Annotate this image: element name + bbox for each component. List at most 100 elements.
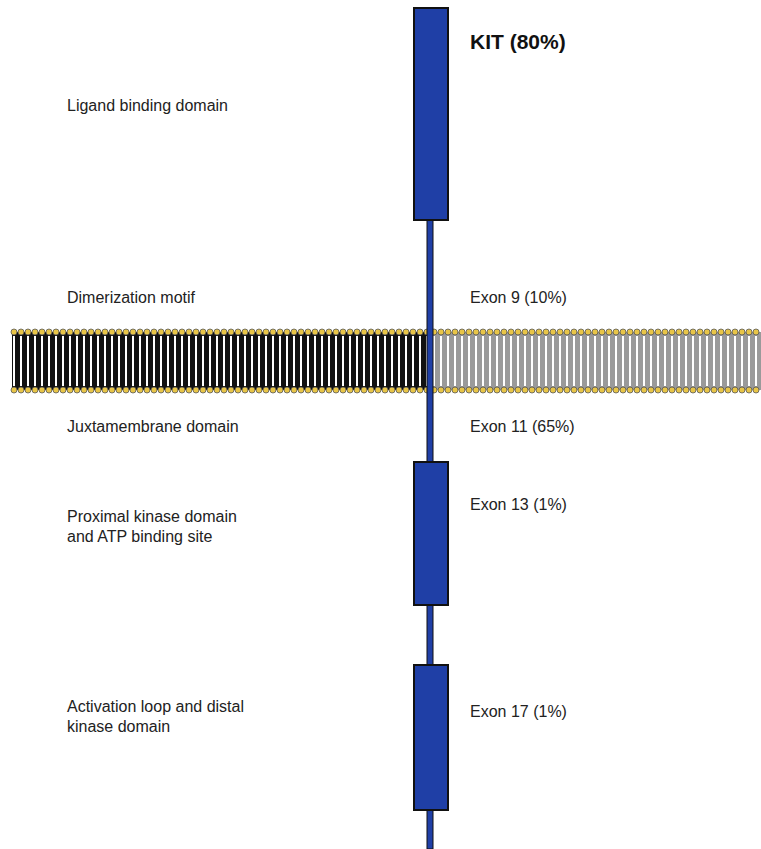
lipid-head (501, 387, 507, 393)
lipid-head (144, 387, 150, 393)
lipid-head (256, 329, 262, 335)
lipid-head (193, 387, 199, 393)
lipid-head (18, 387, 24, 393)
lipid-tail (608, 336, 610, 386)
lipid-tail (251, 336, 253, 386)
lipid-head (620, 387, 626, 393)
lipid-tail (167, 336, 169, 386)
lipid-head (228, 387, 234, 393)
lipid-head (473, 387, 479, 393)
lipid-tail (90, 336, 92, 386)
lipid-head (277, 387, 283, 393)
lipid-tail (97, 336, 99, 386)
lipid-head (46, 387, 52, 393)
lipid-tail (69, 336, 71, 386)
lipid-tail (104, 336, 106, 386)
lipid-head (550, 387, 556, 393)
lipid-tail (706, 336, 708, 386)
lipid-head (718, 387, 724, 393)
lipid-tail (363, 336, 365, 386)
lipid-head (389, 387, 395, 393)
lipid-tail (293, 336, 295, 386)
lipid-tail (258, 336, 260, 386)
lipid-tail (41, 336, 43, 386)
lipid-tail (601, 336, 603, 386)
lipid-head (172, 387, 178, 393)
lipid-head (151, 387, 157, 393)
lipid-tail (202, 336, 204, 386)
lipid-head (67, 329, 73, 335)
lipid-head (200, 329, 206, 335)
lipid-head (298, 329, 304, 335)
lipid-tail (181, 336, 183, 386)
ligand-binding-box (414, 8, 448, 220)
lipid-head (207, 387, 213, 393)
lipid-head (543, 329, 549, 335)
lipid-head (116, 387, 122, 393)
lipid-head (32, 387, 38, 393)
lipid-head (116, 329, 122, 335)
lipid-tail (174, 336, 176, 386)
exon-label: Exon 17 (1%) (470, 702, 567, 722)
lipid-tail (195, 336, 197, 386)
lipid-head (676, 387, 682, 393)
lipid-tail (265, 336, 267, 386)
lipid-tail (349, 336, 351, 386)
lipid-head (438, 329, 444, 335)
lipid-head (298, 387, 304, 393)
lipid-head (627, 329, 633, 335)
lipid-head (32, 329, 38, 335)
lipid-head (340, 329, 346, 335)
lipid-head (410, 387, 416, 393)
lipid-tail (454, 336, 456, 386)
lipid-head (109, 329, 115, 335)
lipid-head (186, 329, 192, 335)
lipid-head (459, 387, 465, 393)
lipid-head (67, 387, 73, 393)
lipid-head (683, 329, 689, 335)
lipid-tail (517, 336, 519, 386)
lipid-head (585, 387, 591, 393)
lipid-head (81, 329, 87, 335)
lipid-head (480, 329, 486, 335)
lipid-head (753, 329, 759, 335)
lipid-tail (419, 336, 421, 386)
lipid-head (312, 329, 318, 335)
lipid-head (522, 387, 528, 393)
lipid-tail (629, 336, 631, 386)
lipid-tail (55, 336, 57, 386)
lipid-tail (356, 336, 358, 386)
lipid-head (228, 329, 234, 335)
lipid-head (207, 329, 213, 335)
lipid-tail (594, 336, 596, 386)
lipid-tail (748, 336, 750, 386)
lipid-head (669, 329, 675, 335)
lipid-tail (699, 336, 701, 386)
lipid-head (690, 387, 696, 393)
lipid-head (361, 387, 367, 393)
lipid-tail (615, 336, 617, 386)
lipid-head (438, 387, 444, 393)
lipid-tail (62, 336, 64, 386)
lipid-head (445, 329, 451, 335)
lipid-tail (643, 336, 645, 386)
lipid-head (88, 387, 94, 393)
lipid-head (214, 329, 220, 335)
lipid-head (487, 329, 493, 335)
lipid-head (732, 329, 738, 335)
lipid-head (508, 387, 514, 393)
lipid-tail (377, 336, 379, 386)
lipid-head (326, 387, 332, 393)
lipid-tail (685, 336, 687, 386)
lipid-head (655, 329, 661, 335)
lipid-head (375, 387, 381, 393)
lipid-head (648, 387, 654, 393)
lipid-head (725, 329, 731, 335)
lipid-head (592, 387, 598, 393)
lipid-head (746, 329, 752, 335)
lipid-tail (412, 336, 414, 386)
lipid-head (634, 329, 640, 335)
lipid-head (494, 329, 500, 335)
lipid-head (102, 387, 108, 393)
lipid-tail (237, 336, 239, 386)
